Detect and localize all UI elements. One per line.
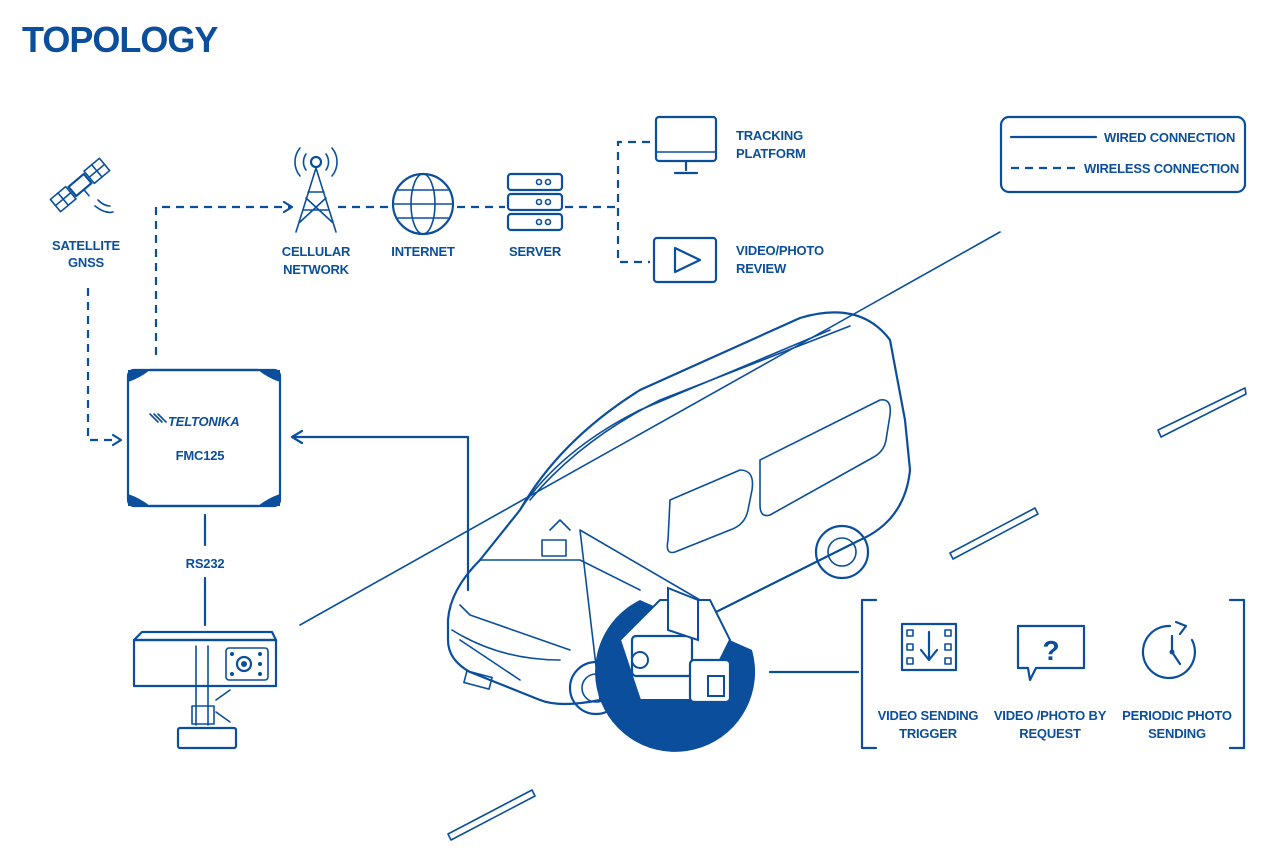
van-illustration (446, 311, 912, 716)
rs232-camera-icon (132, 630, 278, 750)
page-title: TOPOLOGY (22, 19, 218, 60)
satellite-label-2: GNSS (68, 255, 105, 270)
tracking-label-1: TRACKING (736, 128, 803, 143)
monitor-icon (654, 115, 718, 175)
legend: WIRED CONNECTION WIRELESS CONNECTION (999, 115, 1247, 194)
question-bubble-icon: ? (1016, 624, 1086, 682)
feature-label-2b: REQUEST (1019, 726, 1081, 741)
fmc125-device: TELTONIKA FMC125 (126, 368, 282, 508)
video-review-label-1: VIDEO/PHOTO (736, 243, 824, 258)
feature-label-2a: VIDEO /PHOTO BY (994, 708, 1107, 723)
device-brand: TELTONIKA (168, 414, 239, 429)
feature-label-1b: TRIGGER (899, 726, 958, 741)
wired-links (203, 429, 860, 674)
tracking-label-2: PLATFORM (736, 146, 806, 161)
legend-wired-label: WIRED CONNECTION (1104, 130, 1235, 145)
video-trigger-icon (900, 622, 958, 672)
feature-label-3a: PERIODIC PHOTO (1122, 708, 1232, 723)
svg-text:?: ? (1042, 635, 1059, 666)
server-label: SERVER (509, 244, 562, 259)
satellite-label-1: SATELLITE (52, 238, 121, 253)
features-panel (860, 598, 1246, 750)
video-review-label-2: REVIEW (736, 261, 787, 276)
camera-zoom-circle (595, 586, 756, 752)
wireless-links (86, 140, 650, 447)
server-icon (506, 172, 564, 232)
rs232-label: RS232 (186, 556, 225, 571)
road (299, 231, 1247, 841)
cellular-tower-icon (294, 147, 338, 233)
feature-label-3b: SENDING (1148, 726, 1206, 741)
device-model: FMC125 (176, 448, 225, 463)
internet-label: INTERNET (391, 244, 455, 259)
play-icon (652, 236, 718, 284)
clock-icon (1141, 620, 1197, 680)
legend-wireless-label: WIRELESS CONNECTION (1084, 161, 1239, 176)
satellite-icon (49, 157, 114, 214)
feature-label-1a: VIDEO SENDING (878, 708, 979, 723)
globe-icon (391, 172, 455, 236)
cellular-label-1: CELLULAR (282, 244, 351, 259)
cellular-label-2: NETWORK (283, 262, 350, 277)
